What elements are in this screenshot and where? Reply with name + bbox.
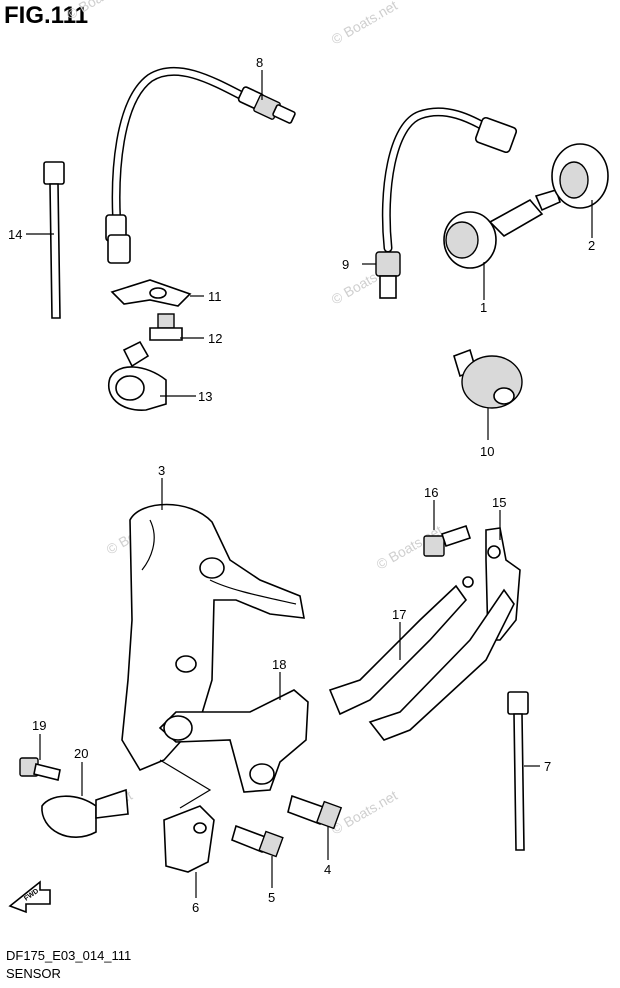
part-20-clamp	[41, 788, 129, 838]
part-11-clamp-plate	[110, 279, 192, 307]
part-6-clamp	[163, 805, 215, 873]
part-10-sensor	[453, 348, 523, 409]
callouts: 8 1 2 9 10 11 12 13 14 3 18 16 15 17 7 4…	[8, 55, 595, 915]
callout-20[interactable]: 20	[74, 746, 88, 761]
part-17-arm	[328, 576, 515, 741]
part-4-bolt	[287, 794, 343, 830]
callout-9[interactable]: 9	[342, 257, 349, 272]
part-13-clip	[107, 340, 167, 411]
part-12-bolt	[149, 313, 183, 341]
part-18-plate	[158, 689, 309, 809]
watermark: © Boats.net	[64, 0, 136, 23]
part-1-sensor	[443, 189, 561, 269]
callout-8[interactable]: 8	[256, 55, 263, 70]
section-title: SENSOR	[6, 966, 61, 981]
callout-12[interactable]: 12	[208, 331, 222, 346]
part-14-cable-tie	[43, 161, 65, 319]
leader-lines	[26, 70, 593, 898]
callout-15[interactable]: 15	[492, 495, 506, 510]
callout-5[interactable]: 5	[268, 890, 275, 905]
callout-11[interactable]: 11	[208, 289, 222, 304]
figure-title: FIG.111	[4, 2, 89, 29]
callout-10[interactable]: 10	[480, 444, 494, 459]
callout-7[interactable]: 7	[544, 759, 551, 774]
part-7-cable-tie	[507, 691, 529, 851]
callout-16[interactable]: 16	[424, 485, 438, 500]
model-code: DF175_E03_014_111	[6, 948, 132, 963]
part-5-bolt	[231, 824, 284, 858]
part-9-sensor-harness	[375, 107, 518, 299]
callout-1[interactable]: 1	[480, 300, 487, 315]
callout-4[interactable]: 4	[324, 862, 331, 877]
callout-2[interactable]: 2	[588, 238, 595, 253]
fwd-arrow: FWD	[8, 880, 51, 914]
callout-3[interactable]: 3	[158, 463, 165, 478]
part-8-sensor-harness	[105, 66, 296, 264]
callout-17[interactable]: 17	[392, 607, 406, 622]
callout-13[interactable]: 13	[198, 389, 212, 404]
part-16-bolt	[423, 524, 472, 557]
watermark: © Boats.net	[329, 0, 401, 48]
part-3-sensor-bracket	[121, 503, 305, 772]
callout-14[interactable]: 14	[8, 227, 22, 242]
callout-18[interactable]: 18	[272, 657, 286, 672]
callout-19[interactable]: 19	[32, 718, 46, 733]
part-2-grommet	[551, 143, 609, 209]
callout-6[interactable]: 6	[192, 900, 199, 915]
part-19-bolt	[19, 757, 61, 781]
